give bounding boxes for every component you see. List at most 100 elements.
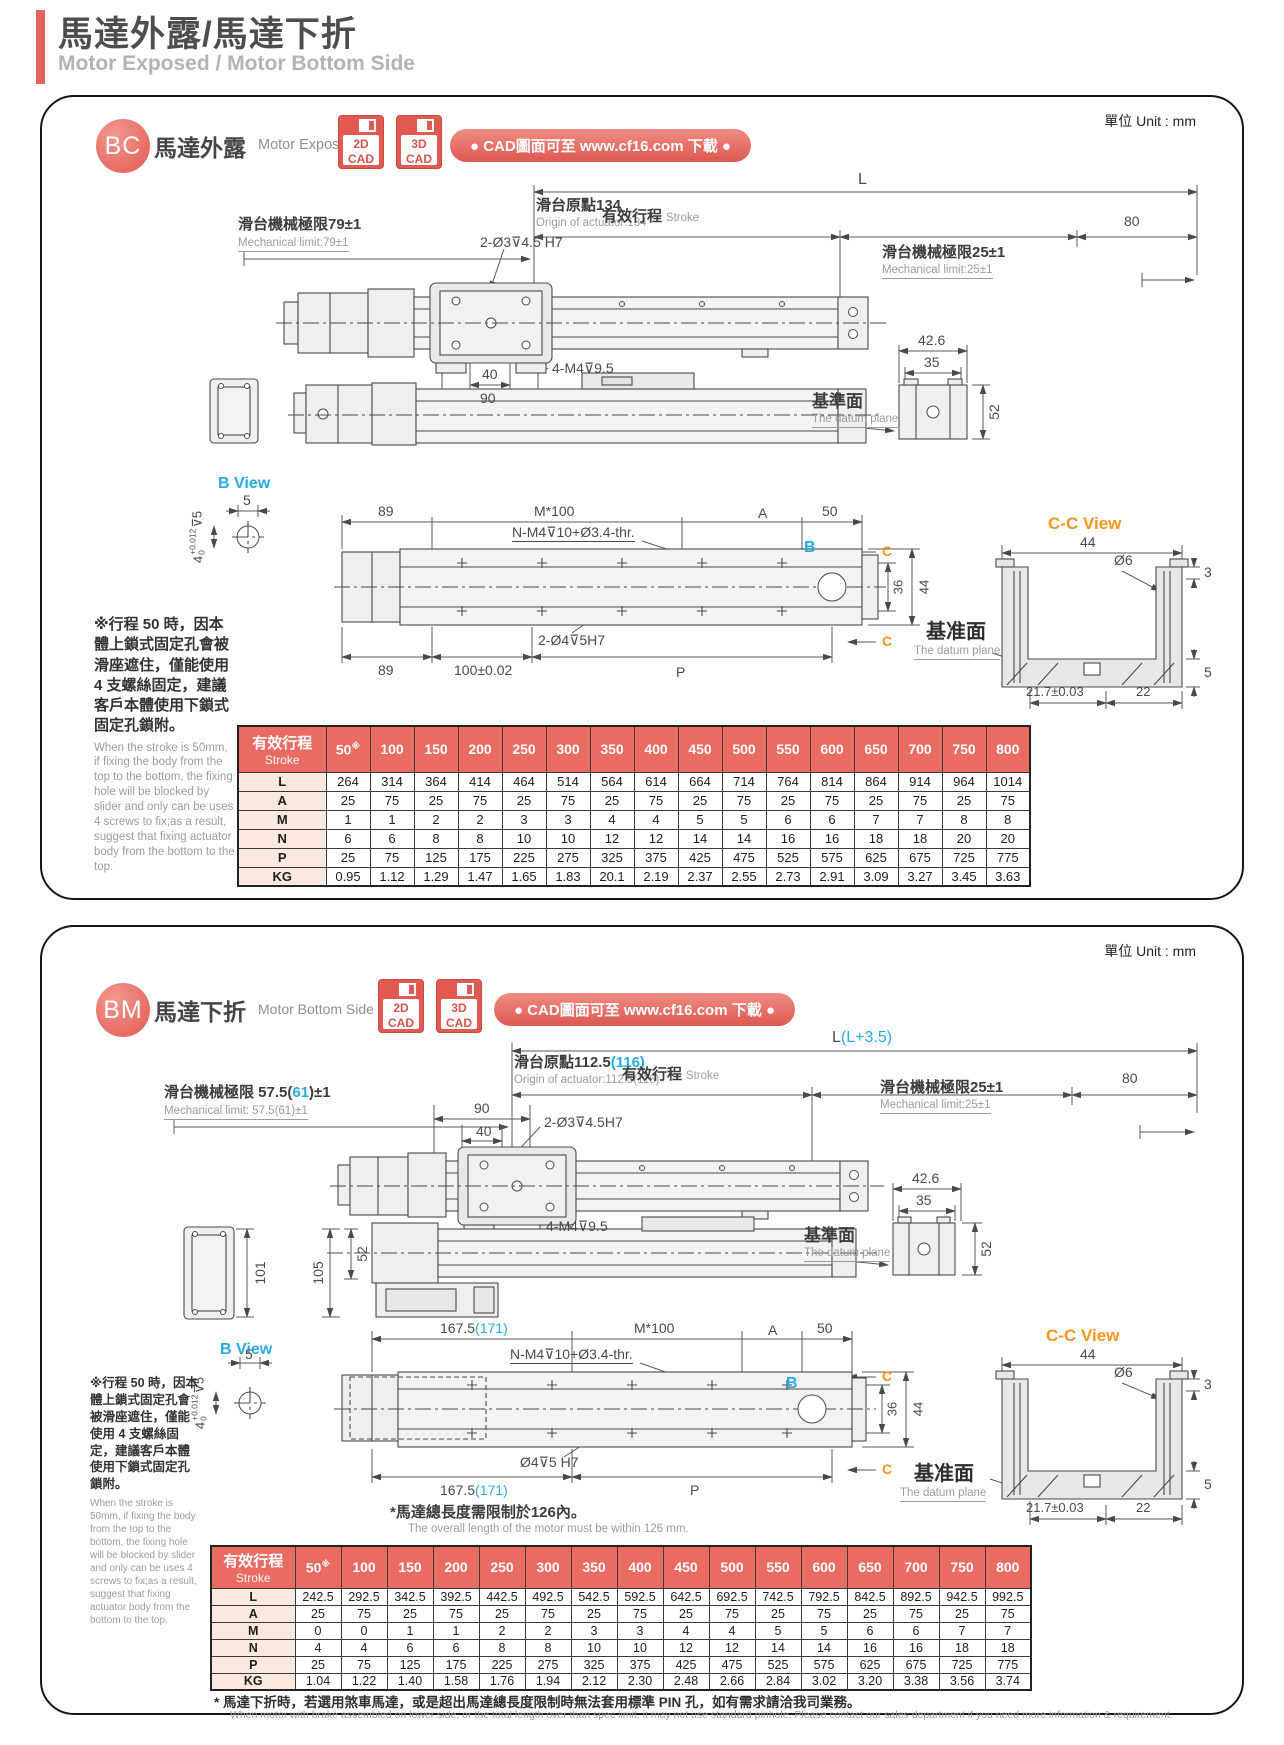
table-cell: 675 [897,847,943,868]
table-cell: 3 [545,809,591,830]
table-cell: 25 [478,1604,526,1623]
table-cell: 475 [721,847,767,868]
cad-download-badge[interactable]: ● CAD圖面可至 www.cf16.com 下載 ● [450,129,751,162]
table-cell: 225 [501,847,547,868]
dim-35: 35 [924,354,940,370]
bc-cc-section [995,558,1189,688]
table-cell: 664 [677,771,723,792]
dim-holes-top: 2-Ø3⊽4.5 H7 [480,234,563,250]
table-cell: 8 [457,828,503,849]
dim-80: 80 [1122,1070,1138,1086]
dim-42-6: 42.6 [912,1170,940,1186]
dim-holes-top: 2-Ø3⊽4.5H7 [544,1114,623,1130]
table-cell: 3.38 [892,1672,940,1691]
table-cell: 6 [369,828,415,849]
table-cell: 2 [478,1621,526,1640]
dim-A: A [768,1322,778,1338]
table-cell: 25 [325,847,371,868]
row-label: M [237,809,327,830]
section-mark-b: B [786,1375,798,1392]
table-cell: 25 [677,790,723,811]
stroke-50-note: ※行程 50 時，因本體上鎖式固定孔會被滑座遮住，僅能使用 4 支螺絲固定，建議… [90,1375,198,1627]
row-label: KG [237,866,327,887]
table-cell: 5 [721,809,767,830]
table-cell: 992.5 [984,1587,1032,1606]
table-cell: 8 [985,809,1031,830]
dim-22: 22 [1136,1500,1151,1515]
section-badge-bc: BC [96,119,150,173]
dim-22: 22 [1136,684,1151,699]
table-cell: 3.09 [853,866,899,887]
table-cell: 20 [941,828,987,849]
table-cell: 414 [457,771,503,792]
stroke-col-header: 250 [478,1545,526,1589]
table-cell: 8 [413,828,459,849]
table-cell: 242.5 [294,1587,342,1606]
cad-download-badge[interactable]: ● CAD圖面可至 www.cf16.com 下載 ● [494,993,795,1026]
table-cell: 314 [369,771,415,792]
datum-plane2-zh: 基准面 [914,1463,974,1485]
table-cell: 492.5 [524,1587,572,1606]
table-cell: 1.04 [294,1672,342,1691]
table-cell: 675 [892,1655,940,1674]
table-cell: 14 [754,1638,802,1657]
table-cell: 8 [478,1638,526,1657]
table-cell: 75 [892,1604,940,1623]
bm-plan-view [334,1371,876,1448]
table-cell: 6 [765,809,811,830]
stroke-col-header: 400 [616,1545,664,1589]
dim-dia6: Ø6 [1114,552,1133,568]
section-mark-c-bottom: C [882,1461,893,1477]
table-cell: 25 [413,790,459,811]
section-title-zh: 馬達外露 [154,135,246,161]
table-cell: 8 [524,1638,572,1657]
table-cell: 14 [677,828,723,849]
table-cell: 3.56 [938,1672,986,1691]
table-cell: 614 [633,771,679,792]
dim-40: 40 [482,366,498,382]
section-mark-c-top: C [882,543,893,559]
table-cell: 25 [501,790,547,811]
table-cell: 464 [501,771,547,792]
table-cell: 392.5 [432,1587,480,1606]
table-cell: 1 [369,809,415,830]
table-cell: 714 [721,771,767,792]
row-label: KG [210,1672,296,1691]
table-cell: 1.40 [386,1672,434,1691]
note-en: When the stroke is 50mm, if fixing the b… [90,1498,197,1627]
table-cell: 575 [800,1655,848,1674]
table-cell: 12 [708,1638,756,1657]
table-cell: 3.74 [984,1672,1032,1691]
table-cell: 25 [941,790,987,811]
table-cell: 275 [545,847,591,868]
mech-limit-right-en: Mechanical limit:25±1 [882,264,993,279]
table-cell: 625 [846,1655,894,1674]
cc-view-title: C-C View [1046,1326,1120,1345]
dim-5b: 5 [1204,664,1212,680]
table-cell: 25 [853,790,899,811]
row-label: L [210,1587,296,1606]
stroke-col-header: 450 [677,725,723,773]
table-cell: 7 [984,1621,1032,1640]
table-cell: 10 [570,1638,618,1657]
table-cell: 4 [294,1638,342,1657]
floppy-slot [467,985,472,994]
dim-m100: M*100 [634,1320,675,1336]
table-cell: 75 [369,847,415,868]
stroke-col-header: 500 [721,725,767,773]
bm-cc-section [995,1370,1189,1500]
table-cell: 25 [765,790,811,811]
bm-dimension-lines [173,1043,1200,1525]
table-cell: 792.5 [800,1587,848,1606]
table-cell: 10 [545,828,591,849]
